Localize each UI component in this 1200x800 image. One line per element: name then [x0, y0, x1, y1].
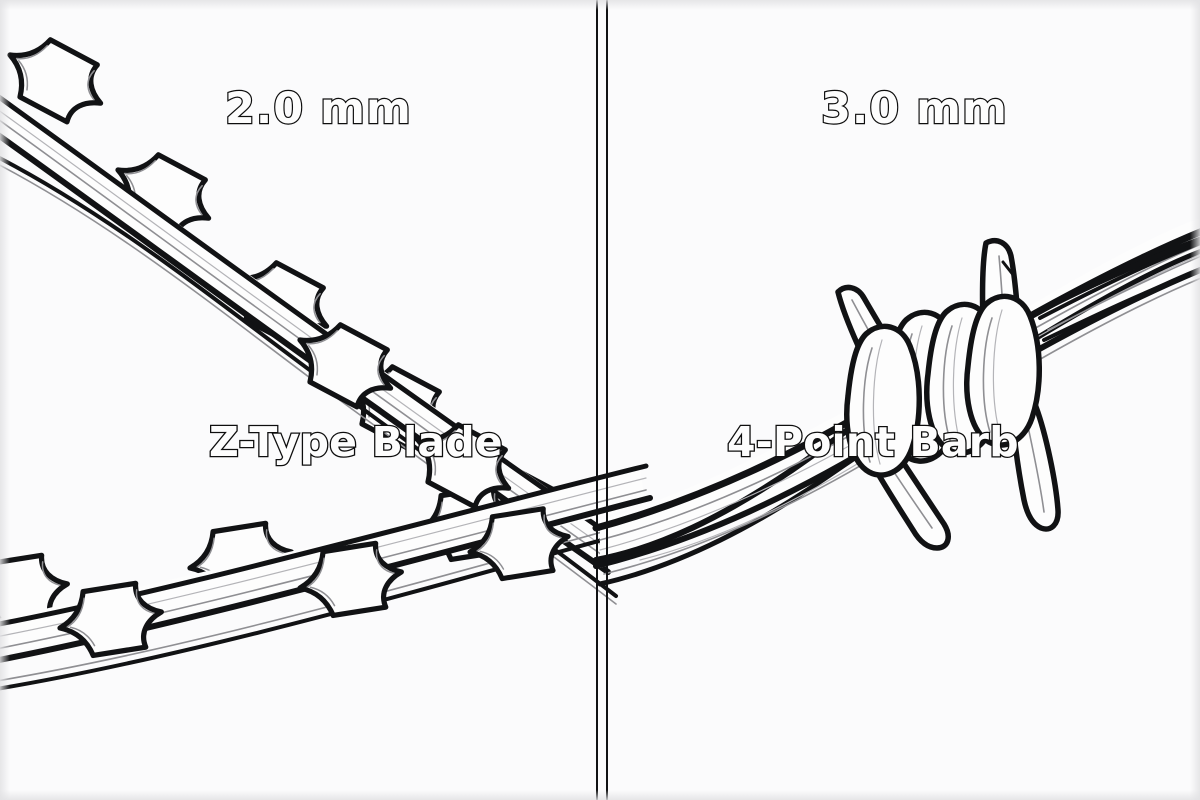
panel-divider-line-left: [596, 0, 598, 800]
panel-razor-wire: [0, 0, 596, 800]
panel-barbed-wire: [608, 0, 1200, 800]
